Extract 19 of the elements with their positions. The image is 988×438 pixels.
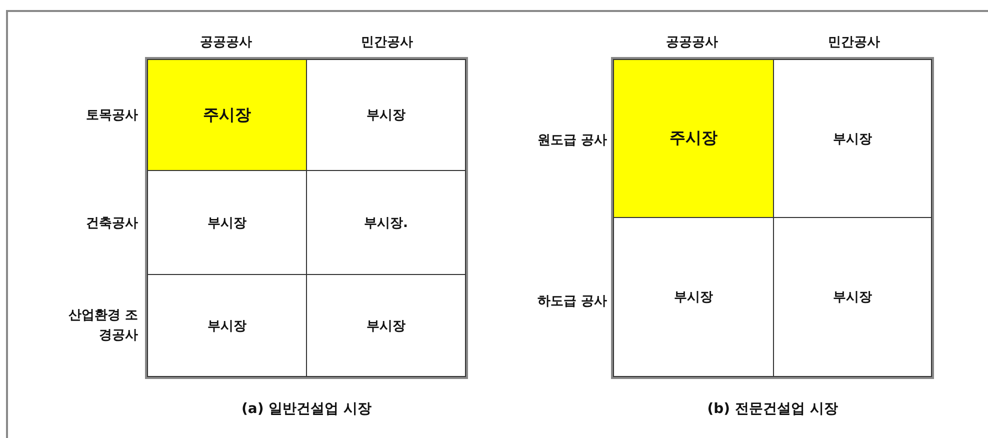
row-header: 건축공사 <box>85 215 138 232</box>
table-cell: 부시장 <box>773 217 932 377</box>
row-header: 토목공사 <box>85 107 138 124</box>
row-header: 하도급 공사 <box>536 293 607 310</box>
column-header: 공공공사 <box>665 34 719 51</box>
table-cell: 부시장 <box>306 274 466 377</box>
row-header: 원도급 공사 <box>536 132 607 149</box>
table-cell: 부시장 <box>147 274 307 377</box>
column-header: 공공공사 <box>199 34 253 51</box>
table-cell: 주시장 <box>147 59 307 171</box>
table-cell: 주시장 <box>613 59 774 218</box>
table-cell: 부시장 <box>773 59 932 218</box>
column-header: 민간공사 <box>827 34 881 51</box>
column-header: 민간공사 <box>360 34 414 51</box>
table-cell: 부시장 <box>306 59 466 171</box>
panel-caption: (b) 전문건설업 시장 <box>706 400 839 418</box>
table-cell: 부시장 <box>613 217 774 377</box>
row-header: 산업환경 조경공사 <box>68 307 138 345</box>
panel-caption: (a) 일반건설업 시장 <box>240 400 372 418</box>
